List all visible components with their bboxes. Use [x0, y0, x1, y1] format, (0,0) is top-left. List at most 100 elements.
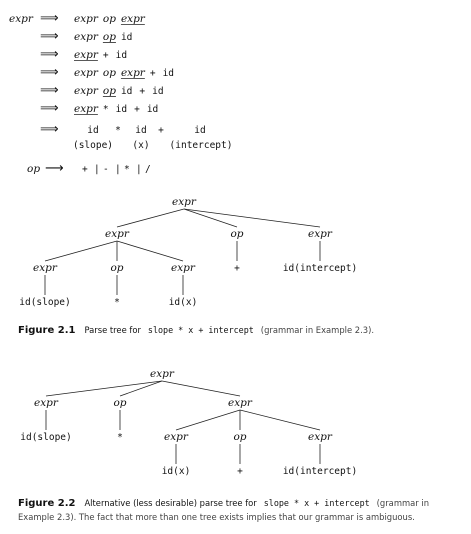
tree-node: expr — [228, 397, 253, 409]
derivation-final-row: id * id + id (slope) (x) (intercept) — [73, 125, 232, 151]
rule-separator: | — [136, 164, 142, 175]
tree-node: id(slope) — [20, 432, 71, 443]
rule-alternative: + — [82, 164, 88, 175]
tree-node: expr — [308, 228, 333, 240]
caption-code: slope * x + intercept — [264, 498, 370, 508]
tree-edge — [44, 240, 118, 262]
derivation-symbol: id — [163, 68, 174, 79]
derivation-symbol: expr — [121, 67, 146, 79]
tree-edge — [175, 409, 241, 431]
tree-edge — [239, 409, 321, 431]
tree-node: op — [233, 431, 246, 443]
derivation-step: expr*id+id — [74, 103, 158, 115]
derivation-symbol: + — [103, 50, 109, 61]
derivation-arrow: ⟹ — [40, 83, 59, 98]
final-token: + — [158, 125, 164, 136]
derivation-symbol: id — [121, 32, 132, 43]
derivation-symbol: + — [134, 104, 140, 115]
figure-caption-2-1: Figure 2.1 Parse tree for slope * x + in… — [18, 320, 374, 337]
rule-separator: | — [94, 164, 100, 175]
derivation-arrow: ⟹ — [40, 122, 59, 137]
derivation-symbol: op — [103, 67, 116, 79]
tree-edge — [161, 380, 241, 397]
derivation-arrow: ⟹ — [40, 47, 59, 62]
derivation-symbol: id — [116, 50, 127, 61]
derivation-arrow: ⟹ — [40, 29, 59, 44]
tree-edges — [45, 380, 321, 464]
derivation-symbol: expr — [74, 85, 99, 97]
derivation-symbol: op — [103, 85, 116, 97]
derivation-symbol: op — [103, 13, 116, 25]
derivation-arrow: ⟹ — [40, 11, 59, 26]
derivation-symbol: expr — [121, 13, 146, 25]
tree-node: op — [110, 262, 123, 274]
tree-node: expr — [172, 196, 197, 208]
derivation-symbol: * — [103, 104, 109, 115]
tree-node: expr — [150, 368, 175, 380]
tree-edge — [45, 380, 163, 397]
derivation: expr id * id + id (slope) (x) (intercept… — [9, 11, 232, 151]
caption-text: Alternative (less desirable) parse tree … — [84, 498, 257, 508]
figure-number: Figure 2.1 — [18, 325, 75, 336]
tree-edge — [116, 240, 184, 262]
derivation-symbol: + — [139, 86, 145, 97]
caption-note: (grammar in Example 2.3). — [261, 325, 374, 335]
rule-alternative: * — [124, 164, 130, 175]
tree-node: expr — [171, 262, 196, 274]
tree-node: op — [113, 397, 126, 409]
rule-alternative: / — [145, 164, 151, 175]
derivation-symbol: op — [103, 31, 116, 43]
derivation-step: expr + id — [74, 49, 127, 61]
tree-edge — [183, 208, 238, 228]
rule-alternative: - — [103, 164, 109, 175]
token-annotation: (x) — [132, 140, 149, 151]
token-annotation: (intercept) — [170, 140, 233, 151]
tree-edge — [119, 380, 163, 397]
tree-node: expr — [105, 228, 130, 240]
final-token: id — [194, 125, 205, 136]
rule-lhs: op — [27, 163, 40, 175]
tree-node: op — [230, 228, 243, 240]
tree-node: + — [237, 466, 243, 477]
tree-node: + — [234, 263, 240, 274]
caption-text: Parse tree for — [84, 325, 141, 335]
derivation-symbol: expr — [74, 31, 99, 43]
derivation-symbol: expr — [74, 13, 99, 25]
op-production-rule: op ⟶ + | - | * | / — [27, 161, 151, 176]
tree-node: expr — [33, 262, 58, 274]
tree-node: id(x) — [169, 297, 198, 308]
derivation-symbol: + — [150, 68, 156, 79]
token-annotation: (slope) — [73, 140, 113, 151]
final-token: * — [115, 125, 121, 136]
tree-node: expr — [34, 397, 59, 409]
derivation-symbol: id — [152, 86, 163, 97]
derivation-symbol: expr — [74, 103, 99, 115]
derivation-symbol: expr — [74, 67, 99, 79]
rule-separator: | — [115, 164, 121, 175]
tree-edges — [44, 208, 321, 295]
final-token: id — [135, 125, 146, 136]
derivation-symbol: expr — [74, 49, 99, 61]
produces-arrow: ⟶ — [45, 161, 64, 176]
derivation-arrow: ⟹ — [40, 101, 59, 116]
caption-code: slope * x + intercept — [148, 325, 254, 335]
tree-node: id(slope) — [19, 297, 70, 308]
tree-edge — [116, 208, 185, 228]
tree-node: id(intercept) — [283, 466, 357, 477]
caption-text-line2: Example 2.3). The fact that more than on… — [18, 512, 415, 522]
figure-number: Figure 2.2 — [18, 498, 75, 509]
derivation-symbol: id — [116, 104, 127, 115]
final-token: id — [87, 125, 98, 136]
tree-node: id(x) — [162, 466, 191, 477]
svg-text:Figure 2.1 Parse tree fo: Figure 2.1 Parse tree for slope * x + in… — [18, 320, 374, 337]
tree-edge — [183, 208, 321, 228]
derivation-start-symbol: expr — [9, 13, 34, 25]
svg-text:Figure 2.2 Alternative (: Figure 2.2 Alternative (less desirable) … — [18, 493, 429, 510]
